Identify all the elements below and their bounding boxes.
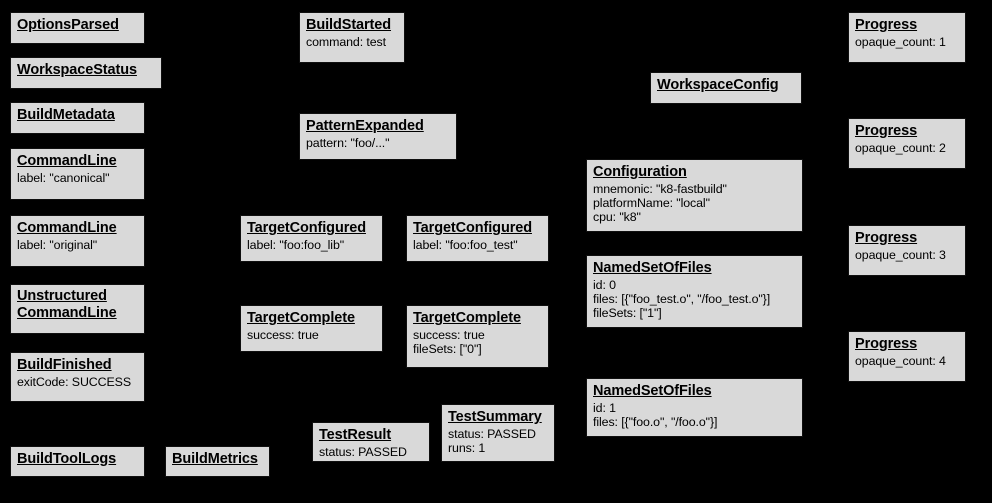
node-field: success: true: [247, 327, 319, 342]
node-title: BuildToolLogs: [17, 451, 117, 467]
node-fields: command: test: [306, 35, 398, 49]
node-title: Progress: [855, 336, 918, 352]
node-field: label: "canonical": [17, 170, 110, 185]
node-workspace-status[interactable]: WorkspaceStatus: [10, 57, 162, 89]
node-title: Progress: [855, 17, 918, 33]
node-title: NamedSetOfFiles: [593, 383, 712, 399]
node-title: OptionsParsed: [17, 17, 119, 33]
node-title: Configuration: [593, 164, 687, 180]
node-title: TargetConfigured: [413, 220, 532, 236]
node-title: CommandLine: [17, 153, 117, 169]
node-title: TestResult: [319, 427, 392, 443]
node-field: label: "foo:foo_test": [413, 237, 518, 252]
node-title: PatternExpanded: [306, 118, 424, 134]
node-field: opaque_count: 3: [855, 247, 946, 262]
node-field: id: 1: [593, 400, 616, 415]
node-options-parsed[interactable]: OptionsParsed: [10, 12, 145, 44]
node-field: platformName: "local": [593, 195, 710, 210]
node-field: label: "foo:foo_lib": [247, 237, 345, 252]
node-title: Progress: [855, 230, 918, 246]
node-build-tool-logs[interactable]: BuildToolLogs: [10, 446, 145, 477]
node-title: WorkspaceConfig: [657, 77, 779, 93]
node-title: BuildFinished: [17, 357, 112, 373]
node-fields: mnemonic: "k8-fastbuild"platformName: "l…: [593, 182, 796, 224]
node-title: CommandLine: [17, 220, 117, 236]
node-fields: opaque_count: 1: [855, 35, 959, 49]
node-field: opaque_count: 4: [855, 353, 946, 368]
node-field: cpu: "k8": [593, 209, 641, 224]
node-fields: label: "canonical": [17, 171, 138, 185]
node-field: exitCode: SUCCESS: [17, 374, 131, 389]
node-title: BuildStarted: [306, 17, 392, 33]
node-build-metrics[interactable]: BuildMetrics: [165, 446, 270, 477]
node-field: opaque_count: 1: [855, 34, 946, 49]
node-title: TargetComplete: [413, 310, 521, 326]
node-field: pattern: "foo/...": [306, 135, 390, 150]
node-fields: pattern: "foo/...": [306, 136, 450, 150]
node-fields: label: "foo:foo_test": [413, 238, 542, 252]
node-field: files: [{"foo_test.o", "/foo_test.o"}]: [593, 291, 771, 306]
node-fields: label: "original": [17, 238, 138, 252]
node-title: BuildMetrics: [172, 451, 258, 467]
node-workspace-config[interactable]: WorkspaceConfig: [650, 72, 802, 104]
node-fields: opaque_count: 4: [855, 354, 959, 368]
node-field: opaque_count: 2: [855, 140, 946, 155]
node-field: files: [{"foo.o", "/foo.o"}]: [593, 414, 718, 429]
node-title: NamedSetOfFiles: [593, 260, 712, 276]
node-fields: opaque_count: 3: [855, 248, 959, 262]
node-fields: success: true: [247, 328, 376, 342]
node-title-line: Unstructured: [17, 288, 107, 304]
node-title: WorkspaceStatus: [17, 62, 137, 78]
node-fields: opaque_count: 2: [855, 141, 959, 155]
node-field: fileSets: ["1"]: [593, 305, 662, 320]
node-title-line: CommandLine: [17, 304, 117, 321]
node-title: TargetConfigured: [247, 220, 366, 236]
node-title: BuildMetadata: [17, 107, 115, 123]
node-field: id: 0: [593, 277, 616, 292]
node-field: status: PASSED: [319, 444, 407, 459]
node-fields: label: "foo:foo_lib": [247, 238, 376, 252]
node-build-metadata[interactable]: BuildMetadata: [10, 102, 145, 134]
node-field: mnemonic: "k8-fastbuild": [593, 181, 727, 196]
node-title: Progress: [855, 123, 918, 139]
node-field: fileSets: ["0"]: [413, 341, 482, 356]
node-fields: exitCode: SUCCESS: [17, 375, 138, 389]
node-field: label: "original": [17, 237, 98, 252]
node-title: TargetComplete: [247, 310, 355, 326]
node-field: command: test: [306, 34, 386, 49]
node-field: runs: 1: [448, 440, 486, 455]
node-field: success: true: [413, 327, 485, 342]
node-title: TestSummary: [448, 409, 542, 425]
node-fields: status: PASSED: [319, 445, 423, 459]
node-field: status: PASSED: [448, 426, 536, 441]
